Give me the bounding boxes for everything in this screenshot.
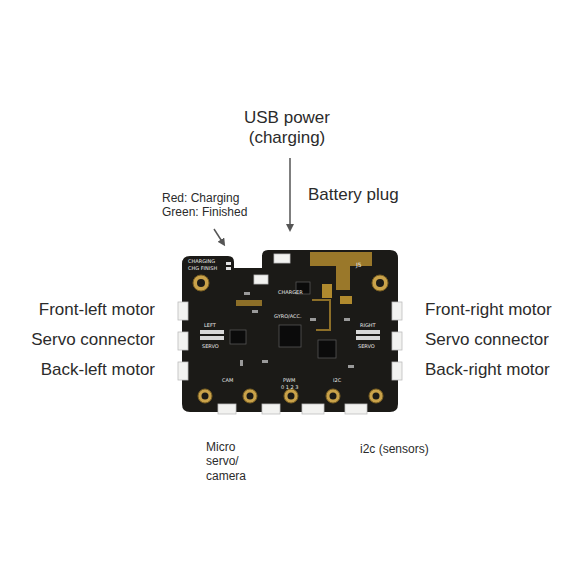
leader-arrow <box>214 229 223 243</box>
callout-label: Red: Charging Green: Finished <box>162 191 262 220</box>
silkscreen-text: SERVO <box>358 344 375 349</box>
silkscreen-text: GYRO/ACC. <box>274 314 302 319</box>
hole-centers <box>197 279 384 400</box>
silkscreen-text: PWM <box>283 378 295 383</box>
callout-label: Servo connector <box>0 330 155 350</box>
ic-chips <box>230 282 336 358</box>
copper-trace <box>236 300 262 306</box>
silkscreen-text: J5 <box>356 262 362 268</box>
silkscreen-text: CHARGER <box>278 290 303 295</box>
copper-pad <box>322 284 332 298</box>
callout-label: Back-right motor <box>425 360 550 380</box>
copper-pad <box>340 296 352 304</box>
silkscreen-text: RIGHT <box>360 323 376 328</box>
callout-label: Micro servo/ camera <box>206 440 254 483</box>
copper-pour <box>310 252 372 290</box>
silkscreen-text: SERVO <box>202 344 219 349</box>
silkscreen-text: 0 1 2 3 <box>281 385 299 390</box>
silkscreen-text: I2C <box>333 378 341 383</box>
callout-label: Battery plug <box>308 185 399 205</box>
callout-label: i2c (sensors) <box>360 442 429 456</box>
silkscreen-text: LEFT <box>204 323 216 328</box>
silkscreen-text: CHG FINISH <box>188 266 217 271</box>
callout-label: Back-left motor <box>0 360 155 380</box>
led-pads <box>226 262 231 270</box>
callout-label: Front-right motor <box>425 300 552 320</box>
silkscreen-text: CAM <box>222 378 233 383</box>
mounting-holes <box>193 275 388 403</box>
silkscreen-text: CHARGING <box>188 259 215 264</box>
smd-parts <box>240 292 354 368</box>
callout-label: Front-left motor <box>0 300 155 320</box>
leader-arrow <box>289 158 291 228</box>
white-connectors <box>178 254 402 414</box>
callout-label: Servo connector <box>425 330 549 350</box>
copper-trace <box>312 300 330 330</box>
callout-label: USB power (charging) <box>222 108 352 149</box>
pcb-board <box>182 250 398 412</box>
